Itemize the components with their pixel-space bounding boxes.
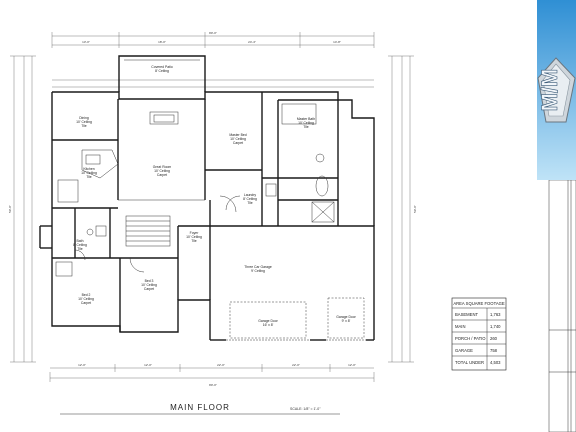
room-floor: Tile	[81, 124, 86, 128]
room-sublabel: 9' x 8'	[342, 319, 351, 323]
room-label: Bath	[77, 239, 84, 243]
room-floor: Tile	[247, 201, 252, 205]
area-row-label: MAIN	[455, 324, 465, 329]
room-sublabel: 9' Ceiling	[251, 269, 265, 273]
dimension-label: 59'-0"	[8, 205, 12, 213]
area-row-value: 4,503	[490, 360, 501, 365]
room-sublabel: 10' Ceiling	[81, 171, 97, 175]
dimension-label: 24'-4"	[248, 40, 256, 44]
room-label: Bed 3	[145, 279, 154, 283]
exterior-walls	[39, 91, 375, 340]
room-sublabel: 10' Ceiling	[76, 120, 92, 124]
room-floor: Carpet	[233, 141, 243, 145]
room-label: Bed 2	[82, 293, 91, 297]
dimension-label: 18'-0"	[158, 40, 166, 44]
dimension-label: 12'-0"	[78, 363, 86, 367]
room-label: Great Room	[153, 165, 172, 169]
area-row-value: 260	[490, 336, 498, 341]
area-row-value: 1,740	[490, 324, 501, 329]
dimension-lines	[10, 32, 414, 382]
room-sublabel: 8' Ceiling	[73, 243, 87, 247]
room-sublabel: 10' Ceiling	[230, 137, 246, 141]
room-label: Foyer	[190, 231, 200, 235]
dimension-label: 22'-0"	[217, 363, 225, 367]
area-table-title: AREA SQUARE FOOTAGE	[453, 301, 505, 306]
title-block-strip	[548, 179, 576, 432]
room-floor: Carpet	[81, 301, 91, 305]
plan-scale: SCALE: 1/8" = 1'-0"	[290, 407, 321, 411]
area-row-label: PORCH / PATIO	[455, 336, 486, 341]
dimension-label: 14'-8"	[333, 40, 341, 44]
room-sublabel: 10' Ceiling	[78, 297, 94, 301]
dimension-label: 22'-0"	[292, 363, 300, 367]
area-row-label: GARAGE	[455, 348, 473, 353]
room-floor: Carpet	[157, 173, 167, 177]
room-label: Master Bed	[229, 133, 246, 137]
room-label: Garage Door	[258, 319, 278, 323]
room-label: Laundry	[244, 193, 257, 197]
room-label: Dining	[79, 116, 89, 120]
fixtures	[55, 103, 335, 277]
interior-walls	[52, 92, 339, 332]
room-floor: Tile	[303, 125, 308, 129]
dimension-label: 80'-0"	[209, 31, 217, 35]
area-row-label: TOTAL UNDER	[455, 360, 484, 365]
area-row-value: 758	[490, 348, 498, 353]
room-label: Kitchen	[83, 167, 94, 171]
plan-title: MAIN FLOOR	[170, 403, 230, 412]
dimension-label: 12'-0"	[348, 363, 356, 367]
dimension-label: 59'-0"	[413, 205, 417, 213]
room-label: Three Car Garage	[244, 265, 272, 269]
diamond-facet-icon	[542, 63, 571, 117]
room-sublabel: 8' Ceiling	[155, 69, 169, 73]
room-floor: Tile	[86, 175, 91, 179]
area-row-value: 1,763	[490, 312, 501, 317]
area-table-frame	[451, 297, 507, 371]
room-sublabel: 10' Ceiling	[298, 121, 314, 125]
dimension-label: 12'-0"	[144, 363, 152, 367]
dimension-label: 80'-0"	[209, 383, 217, 387]
room-label: Master Bath	[297, 117, 315, 121]
room-floor: Carpet	[144, 287, 154, 291]
room-floor: Tile	[191, 239, 196, 243]
room-sublabel: 10' Ceiling	[141, 283, 157, 287]
room-label: Covered Patio	[151, 65, 173, 69]
room-sublabel: 10' Ceiling	[154, 169, 170, 173]
area-table	[451, 297, 507, 371]
room-sublabel: 16' x 8'	[263, 323, 274, 327]
dimension-label: 13'-0"	[82, 40, 90, 44]
room-floor: Tile	[77, 247, 82, 251]
room-label: Garage Door	[336, 315, 356, 319]
covered-patio-outline	[118, 55, 206, 92]
company-logo: M/M	[537, 0, 576, 180]
garage-walls	[210, 225, 375, 341]
area-row-label: BASEMENT	[455, 312, 478, 317]
room-sublabel: 8' Ceiling	[243, 197, 257, 201]
room-sublabel: 10' Ceiling	[186, 235, 202, 239]
logo-letters: M/M	[537, 69, 562, 112]
